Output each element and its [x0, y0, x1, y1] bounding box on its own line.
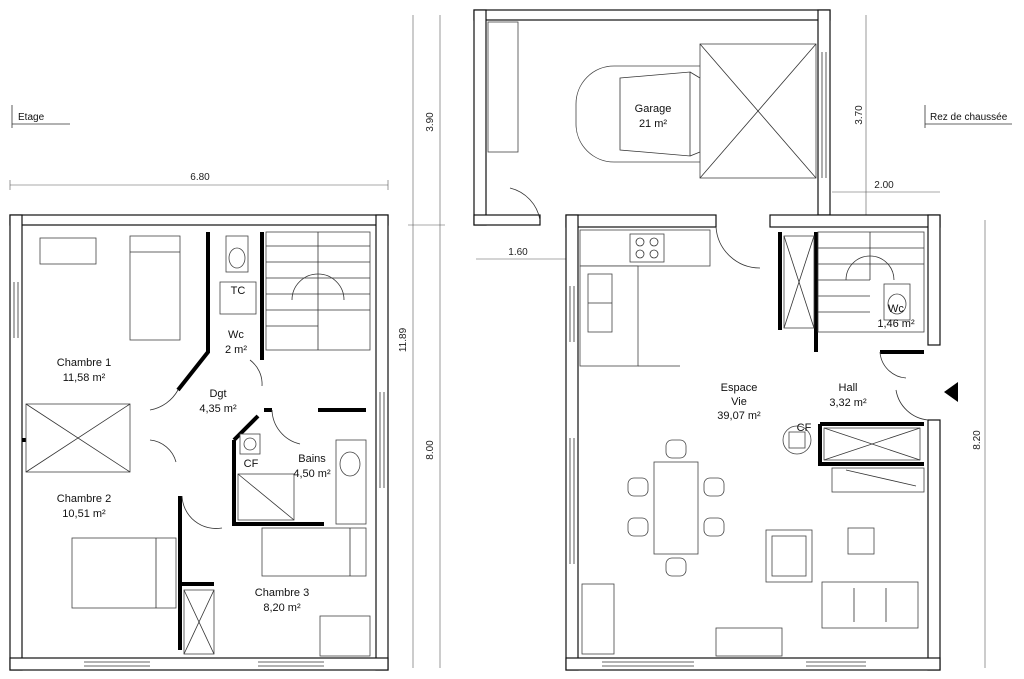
label-dgt-area: 4,35 m² — [199, 403, 237, 415]
garage-wall-bottom-left — [473, 214, 541, 226]
bed-chambre3 — [261, 527, 367, 577]
upper-wall-bottom — [9, 657, 389, 671]
dim-upper-main-height: 8.00 — [425, 440, 436, 460]
label-hall-name: Hall — [839, 382, 858, 394]
level-label-ground: Rez de chaussée — [924, 105, 1012, 128]
level-ground-text: Rez de chaussée — [930, 112, 1008, 123]
garage-wall-left — [473, 9, 487, 226]
label-garage-name: Garage — [635, 103, 672, 115]
label-wc-up-name: Wc — [228, 329, 244, 341]
dim-upper-garage-height: 3.90 — [425, 112, 436, 132]
living-shelf — [581, 583, 615, 655]
sink-upper — [339, 451, 361, 477]
label-chambre2-area: 10,51 m² — [62, 508, 106, 520]
label-tc: TC — [231, 285, 246, 297]
house-wall-right-upper — [927, 214, 941, 346]
upper-wall-top — [9, 214, 389, 226]
entry-arrow-icon — [944, 382, 958, 402]
label-chambre1-name: Chambre 1 — [57, 357, 111, 369]
house-wall-top-left — [565, 214, 717, 228]
label-dgt-name: Dgt — [209, 388, 226, 400]
label-wc-down-name: Wc — [888, 303, 904, 315]
desk-chambre3 — [319, 615, 371, 657]
dim-garage-height: 3.70 — [854, 105, 865, 125]
dining-table — [627, 439, 725, 577]
label-espace-area: 39,07 m² — [717, 410, 761, 422]
label-cf-up: CF — [244, 458, 259, 470]
label-espace-name1: Espace — [721, 382, 758, 394]
ground-floor: Garage 21 m² Espace Vie 39,07 m² Hall 3,… — [473, 9, 958, 671]
label-cf-down: CF — [797, 422, 812, 434]
kitchen — [579, 229, 711, 367]
house-wall-top-right — [769, 214, 941, 228]
upper-floor: Chambre 1 11,58 m² Chambre 2 10,51 m² Ch… — [9, 214, 389, 671]
label-hall-area: 3,32 m² — [829, 397, 867, 409]
tv-unit — [715, 627, 783, 657]
dim-upper-total-height: 11.89 — [398, 327, 409, 352]
label-wc-up-area: 2 m² — [225, 344, 247, 356]
bed-chambre2 — [71, 537, 177, 609]
label-bains-area: 4,50 m² — [293, 468, 331, 480]
label-garage-area: 21 m² — [639, 118, 667, 130]
label-chambre1-area: 11,58 m² — [63, 372, 106, 384]
desk-chambre1 — [39, 237, 97, 265]
stairs-upper — [265, 231, 371, 351]
dim-upper-width: 6.80 — [190, 172, 210, 183]
dimension-lines: 6.80 3.90 11.89 8.00 3.70 2.00 1.60 8.20 — [9, 15, 986, 668]
dim-left-offset: 1.60 — [508, 247, 528, 258]
house-wall-right-lower — [927, 419, 941, 671]
level-label-upper: Etage — [11, 105, 70, 128]
label-wc-down-area: 1,46 m² — [877, 318, 915, 330]
label-chambre3-area: 8,20 m² — [263, 602, 301, 614]
bed-chambre1 — [129, 235, 181, 341]
label-bains-name: Bains — [298, 453, 326, 465]
label-espace-name2: Vie — [731, 396, 747, 408]
dim-ground-height: 8.20 — [972, 430, 983, 450]
tc-box — [219, 281, 257, 315]
sofa — [821, 581, 919, 629]
side-table — [847, 527, 875, 555]
garage-door — [699, 43, 817, 179]
garage-shelf — [487, 21, 519, 153]
dim-hall-offset: 2.00 — [874, 180, 894, 191]
label-chambre3-name: Chambre 3 — [255, 587, 309, 599]
cooktop-icon — [629, 233, 665, 263]
hall-bench — [831, 467, 925, 493]
label-chambre2-name: Chambre 2 — [57, 493, 111, 505]
level-upper-text: Etage — [18, 112, 45, 123]
